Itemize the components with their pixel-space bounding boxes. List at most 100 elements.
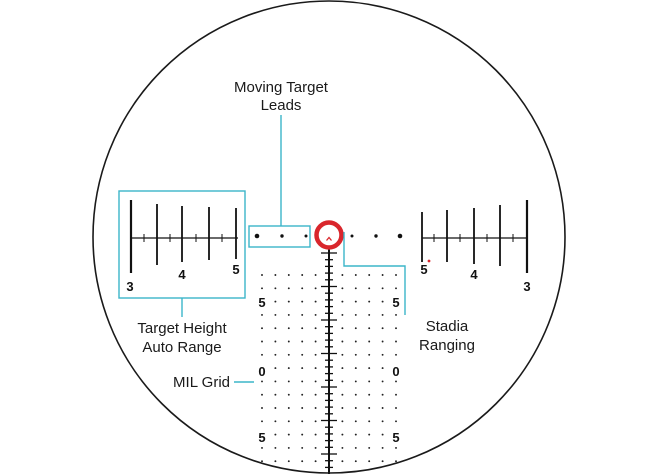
- grid-dot: [261, 327, 263, 330]
- grid-dot: [395, 353, 397, 356]
- grid-dot: [368, 407, 371, 409]
- grid-dot: [354, 313, 357, 316]
- grid-dot: [301, 340, 304, 343]
- grid-dot: [314, 327, 317, 330]
- grid-dot: [381, 274, 384, 276]
- grid-dot: [274, 327, 277, 330]
- center-aim-point-icon: [314, 220, 344, 250]
- grid-dot: [368, 367, 371, 370]
- grid-dot: [261, 446, 263, 449]
- left-range-number: 5: [232, 262, 239, 277]
- lead-dot-icon: [397, 233, 403, 239]
- grid-dot: [381, 327, 384, 330]
- grid-dot: [354, 353, 357, 356]
- grid-dot: [301, 353, 304, 356]
- grid-dot: [274, 380, 277, 383]
- grid-dot: [301, 313, 304, 316]
- grid-dot: [368, 340, 371, 343]
- grid-dot: [274, 446, 277, 449]
- grid-dot: [261, 420, 263, 423]
- grid-dot: [354, 327, 357, 330]
- grid-dot: [368, 420, 371, 423]
- grid-dot: [341, 380, 344, 383]
- grid-dot: [368, 393, 371, 396]
- grid-dot: [341, 407, 344, 409]
- grid-dot: [354, 460, 357, 463]
- grid-dot: [381, 433, 384, 436]
- grid-dot: [314, 313, 317, 316]
- grid-dot: [287, 407, 290, 409]
- grid-dot: [301, 433, 304, 436]
- grid-dot: [274, 287, 277, 290]
- grid-dot: [381, 300, 384, 303]
- grid-dot: [261, 274, 263, 276]
- grid-dot: [395, 420, 397, 423]
- left-range-number: 3: [126, 279, 133, 294]
- grid-dot: [261, 393, 263, 396]
- left-range-scale: [129, 200, 238, 273]
- grid-dot: [274, 340, 277, 343]
- grid-dot: [261, 460, 263, 463]
- grid-dot: [261, 287, 263, 290]
- grid-dot: [381, 353, 384, 356]
- callout-lines: [118, 115, 406, 383]
- grid-dot: [314, 367, 317, 370]
- right-range-scale: [421, 200, 529, 273]
- grid-dot: [314, 446, 317, 449]
- grid-dot: [261, 380, 263, 383]
- grid-dot: [354, 446, 357, 449]
- grid-dot: [314, 393, 317, 396]
- grid-dot: [381, 367, 384, 370]
- grid-dot: [354, 380, 357, 383]
- grid-dot: [341, 420, 344, 423]
- grid-dot: [395, 287, 397, 290]
- grid-dot: [287, 420, 290, 423]
- grid-dot: [314, 407, 317, 409]
- grid-dot: [354, 340, 357, 343]
- lead-dot-icon: [374, 234, 378, 238]
- grid-dot: [287, 274, 290, 276]
- right-range-number: 3: [523, 279, 530, 294]
- grid-dot: [381, 313, 384, 316]
- grid-label-left: 5: [258, 295, 265, 310]
- grid-dot: [341, 327, 344, 330]
- grid-dot: [274, 393, 277, 396]
- grid-dot: [341, 287, 344, 290]
- grid-dot: [274, 367, 277, 370]
- grid-dot: [395, 340, 397, 343]
- grid-label-right: 5: [392, 430, 399, 445]
- grid-dot: [287, 340, 290, 343]
- grid-dot: [301, 274, 304, 276]
- grid-dot: [274, 274, 277, 276]
- grid-dot: [261, 353, 263, 356]
- grid-dot: [341, 367, 344, 370]
- grid-dot: [314, 380, 317, 383]
- grid-dot: [301, 460, 304, 463]
- grid-label-left: 5: [258, 430, 265, 445]
- grid-dot: [274, 407, 277, 409]
- grid-dot: [314, 460, 317, 463]
- grid-dot: [341, 300, 344, 303]
- grid-dot: [261, 407, 263, 409]
- grid-dot: [341, 274, 344, 276]
- lead-dot-icon: [350, 234, 354, 238]
- grid-dot: [354, 274, 357, 276]
- mil-grid: [261, 274, 397, 463]
- right-range-number: 5: [420, 262, 427, 277]
- grid-dot: [287, 446, 290, 449]
- grid-dot: [314, 300, 317, 303]
- grid-dot: [341, 433, 344, 436]
- grid-dot: [368, 313, 371, 316]
- grid-dot: [395, 274, 397, 276]
- lead-dot-icon: [280, 234, 284, 238]
- grid-dot: [395, 407, 397, 409]
- left-range-number: 4: [178, 267, 186, 282]
- grid-dot: [287, 433, 290, 436]
- grid-dot: [314, 340, 317, 343]
- grid-dot: [301, 393, 304, 396]
- grid-dot: [354, 287, 357, 290]
- grid-dot: [395, 313, 397, 316]
- grid-dot: [287, 327, 290, 330]
- grid-dot: [287, 380, 290, 383]
- grid-dot: [341, 353, 344, 356]
